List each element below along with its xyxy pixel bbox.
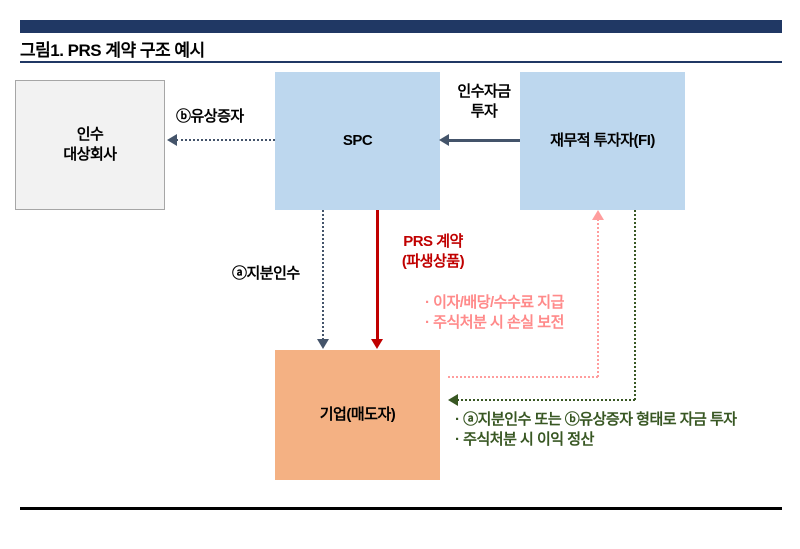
- target-company-box: 인수 대상회사: [15, 80, 165, 210]
- arrow-fund-investment-head-icon: [439, 134, 449, 146]
- arrow-fi-compensation-hline: [448, 376, 598, 378]
- target-company-label-line2: 대상회사: [63, 146, 117, 163]
- share-acquisition-label: ⓐ지분인수: [232, 265, 300, 282]
- fi-compensation-label: · 이자/배당/수수료 지급 · 주식처분 시 손실 보전: [425, 294, 564, 331]
- arrow-capital-increase-line: [176, 139, 275, 141]
- target-company-label-line1: 인수: [76, 125, 104, 143]
- arrow-prs-contract-line: [376, 210, 379, 340]
- spc-box: SPC: [275, 72, 440, 210]
- arrow-share-acquisition-head-icon: [317, 339, 329, 349]
- financial-investor-box: 재무적 투자자(FI): [520, 72, 685, 210]
- seller-company-label: 기업(매도자): [319, 405, 396, 423]
- arrow-fund-investment-line: [448, 139, 520, 142]
- header-bar: [20, 20, 782, 33]
- arrow-investment-settlement-vline: [634, 210, 636, 400]
- arrow-fi-compensation-vline: [597, 219, 599, 377]
- investment-settlement-label: · ⓐ지분인수 또는 ⓑ유상증자 형태로 자금 투자 · 주식처분 시 이익 정…: [455, 411, 737, 448]
- fund-investment-label: 인수자금 투자: [457, 83, 511, 120]
- arrow-share-acquisition-line: [322, 210, 324, 340]
- arrow-investment-settlement-head-icon: [448, 394, 458, 406]
- arrow-investment-settlement-hline: [457, 399, 635, 401]
- arrow-prs-contract-head-icon: [371, 339, 383, 349]
- capital-increase-label: ⓑ유상증자: [176, 108, 244, 125]
- bottom-rule: [20, 507, 782, 510]
- arrow-fi-compensation-head-icon: [592, 210, 604, 220]
- title-rule: [20, 61, 782, 63]
- spc-label: SPC: [342, 131, 373, 149]
- prs-contract-label: PRS 계약 (파생상품): [401, 233, 465, 270]
- arrow-capital-increase-head-icon: [167, 134, 177, 146]
- seller-company-box: 기업(매도자): [275, 350, 440, 480]
- figure-title: 그림1. PRS 계약 구조 예시: [20, 41, 205, 60]
- financial-investor-label: 재무적 투자자(FI): [550, 131, 655, 149]
